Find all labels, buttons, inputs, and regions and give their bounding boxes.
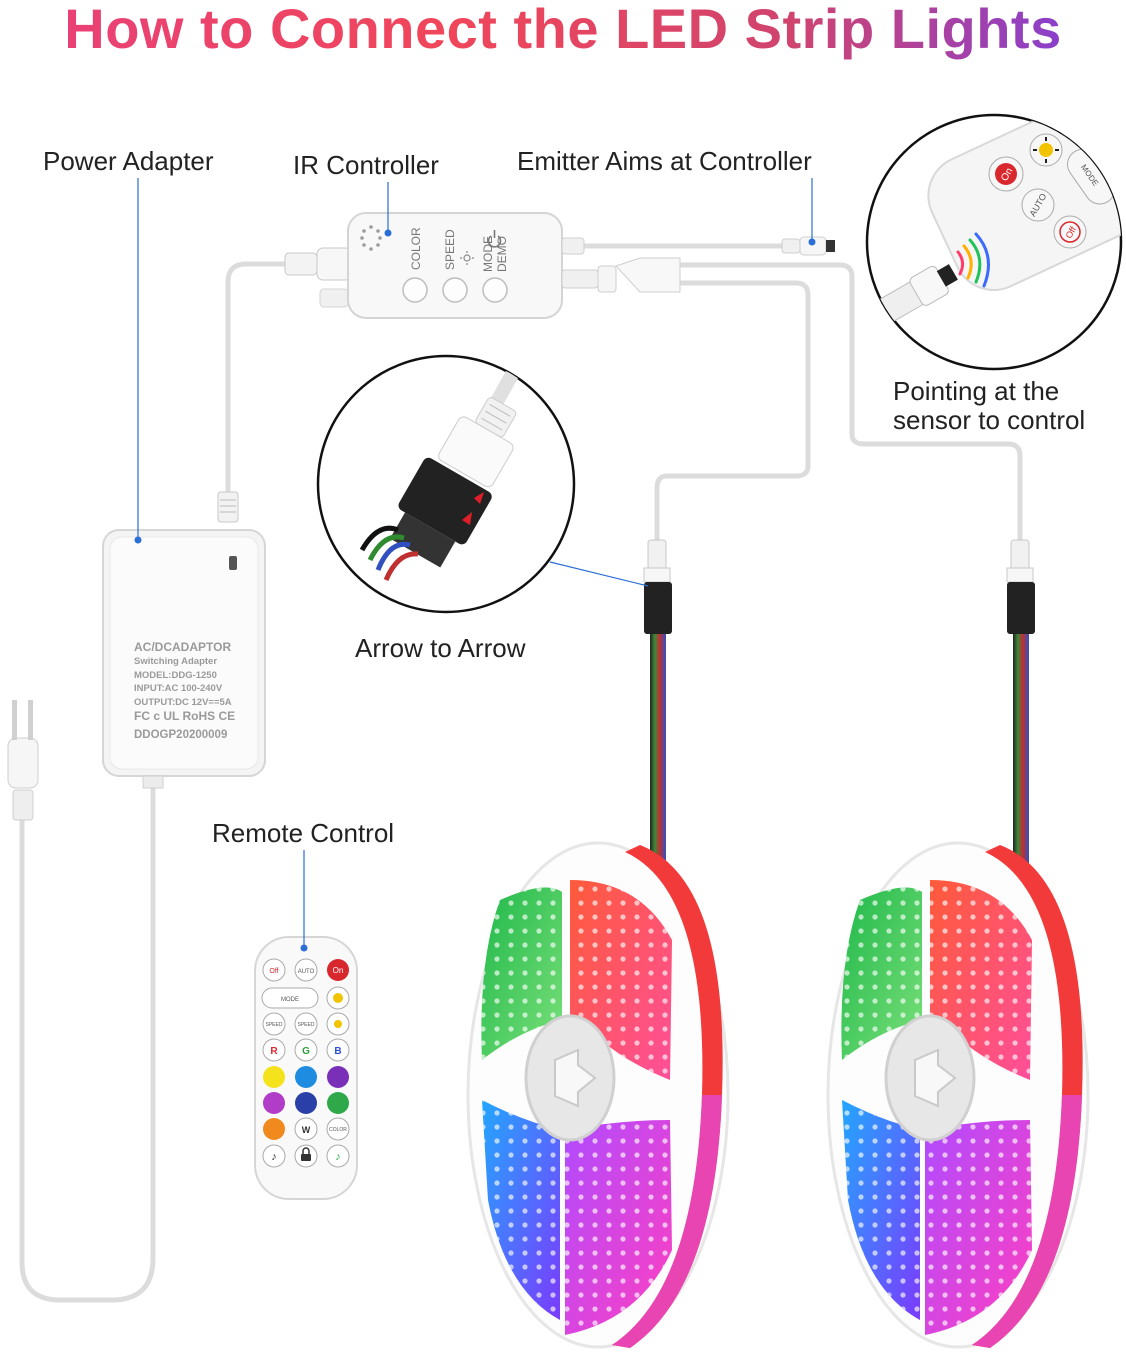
controller-mode-button bbox=[482, 277, 508, 303]
music-icon: ♪ bbox=[271, 1151, 277, 1163]
dc-jack bbox=[284, 247, 352, 281]
ir-controller: COLOR SPEED MODE DEMO bbox=[319, 212, 681, 319]
label-remote-control: Remote Control bbox=[212, 818, 395, 848]
adapter-text-7: DDOGP20200009 bbox=[134, 729, 227, 741]
remote-key-b: B bbox=[334, 1046, 341, 1057]
remote-key-w: W bbox=[302, 1125, 311, 1135]
led-reel-1 bbox=[466, 539, 730, 1349]
ir-signal-icon bbox=[956, 232, 990, 288]
adapter-dc-plug bbox=[217, 491, 239, 523]
label-ir-controller: IR Controller bbox=[293, 150, 439, 180]
white-cables bbox=[19, 243, 1023, 1303]
remote-key-auto: AUTO bbox=[298, 969, 315, 975]
label-arrow-to-arrow: Arrow to Arrow bbox=[355, 633, 526, 663]
sun-icon bbox=[1033, 137, 1059, 163]
sun-icon bbox=[460, 251, 474, 265]
remote-key-color: COLOR bbox=[329, 1127, 347, 1133]
controller-label-demo: DEMO bbox=[495, 236, 509, 272]
music-icon: ♪ bbox=[335, 1151, 341, 1163]
remote-key-g: G bbox=[302, 1046, 310, 1057]
controller-label-speed: SPEED bbox=[443, 229, 457, 270]
remote-key-on: On bbox=[333, 966, 344, 975]
wall-plug bbox=[7, 700, 39, 821]
adapter-text-3: MODEL:DDG-1250 bbox=[134, 670, 217, 681]
controller-speed-button bbox=[442, 277, 468, 303]
adapter-text-1: AC/DCADAPTOR bbox=[134, 640, 231, 654]
remote-key-mode: MODE bbox=[281, 997, 299, 1003]
arrow-icon bbox=[462, 512, 472, 525]
controller-label-color: COLOR bbox=[409, 227, 423, 270]
page-title: How to Connect the LED Strip Lights bbox=[0, 0, 1126, 60]
arrow-icon bbox=[474, 492, 484, 504]
controller-label-mode: MODE bbox=[481, 236, 495, 272]
controller-color-button bbox=[402, 277, 428, 303]
lock-icon bbox=[301, 1154, 311, 1161]
adapter-text-5: OUTPUT:DC 12V==5A bbox=[134, 697, 232, 708]
zoom-remote-sensor: On AUTO Off MODE bbox=[865, 113, 1123, 371]
adapter-text-6: FC c UL RoHS CE bbox=[134, 709, 235, 723]
adapter-text-4: INPUT:AC 100-240V bbox=[134, 683, 223, 694]
leader-lines bbox=[134, 178, 816, 952]
label-pointing: Pointing at the sensor to control bbox=[893, 376, 1086, 435]
label-power-adapter: Power Adapter bbox=[43, 146, 214, 176]
remote-key-speed-up: SPEED bbox=[298, 1022, 315, 1028]
led-reel-2 bbox=[826, 539, 1090, 1349]
remote-key-speed-down: SPEED bbox=[266, 1022, 283, 1028]
remote-key-r: R bbox=[270, 1046, 278, 1057]
sun-icon bbox=[333, 993, 343, 1003]
adapter-text-2: Switching Adapter bbox=[134, 656, 217, 667]
power-icon bbox=[487, 230, 502, 248]
remote-control: Off AUTO On MODE SPEED SPEED R G B W bbox=[254, 936, 358, 1200]
sun-icon bbox=[334, 1020, 342, 1028]
ir-emitter bbox=[781, 236, 835, 256]
label-emitter: Emitter Aims at Controller bbox=[517, 146, 812, 176]
zoom-arrow-connector bbox=[316, 354, 576, 614]
remote-key-off: Off bbox=[269, 968, 278, 975]
power-adapter: AC/DCADAPTOR Switching Adapter MODEL:DDG… bbox=[102, 529, 266, 789]
